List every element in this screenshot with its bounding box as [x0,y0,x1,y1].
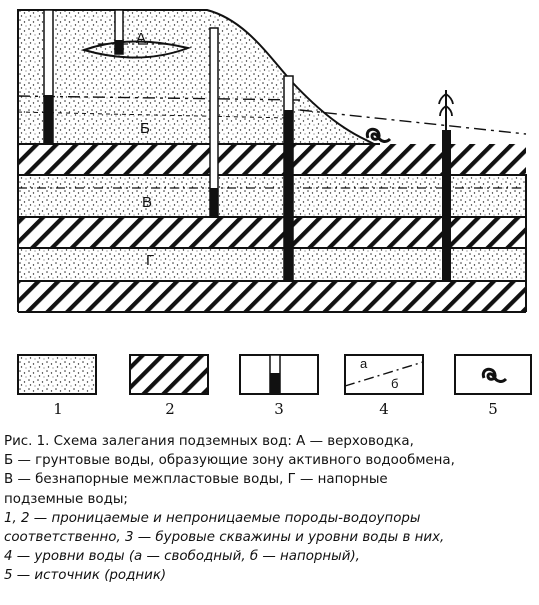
legend-spring-icon [454,354,532,395]
legend-well-icon [239,354,319,395]
water-table-line [17,95,301,101]
legend-impermeable-icon [129,354,209,395]
perched-water-lens [80,40,192,59]
well-5 [438,90,454,281]
caption-line: подземные воды; [4,491,128,507]
well-4 [283,75,294,282]
legend-number-5: 5 [488,400,498,418]
aquitard-layer-2 [18,217,526,248]
legend-number-2: 2 [165,400,175,418]
well-3 [209,27,219,217]
aquifer-b-layer [17,9,379,148]
caption-line: 1, 2 — проницаемые и непроницаемые пород… [4,510,421,526]
caption-line: соответственно, 3 — буровые скважины и у… [4,530,445,546]
legend-level-b-label: б [391,376,399,391]
caption-line: 5 — источник (родник) [4,568,167,584]
spring-icon [365,127,392,143]
water-level-b-line [17,111,291,119]
legend-water-level-icon [344,354,424,395]
aquifer-v-layer [18,175,526,217]
label-b: Б [140,120,150,137]
legend-number-1: 1 [53,400,63,418]
caption-line: Рис. 1. Схема залегания подземных вод: А… [4,434,414,449]
legend-number-3: 3 [274,400,284,418]
figure-caption: Рис. 1. Схема залегания подземных вод: А… [4,432,536,586]
well-2 [114,9,124,55]
caption-line: 4 — уровни воды (а — свободный, б — напо… [4,549,360,565]
legend-level-a-label: а [360,356,368,371]
groundwater-section-diagram [17,9,532,395]
aquitard-layer-1-top-right [378,146,526,176]
legend-permeable-icon [17,354,97,395]
well-1 [43,9,54,145]
aquitard-layer-3 [18,281,526,312]
caption-line: В — безнапорные межпластовые воды, Г — н… [4,472,388,488]
aquifer-g-layer [18,248,526,281]
caption-line: Б — грунтовые воды, образующие зону акти… [4,453,455,469]
legend-number-4: 4 [379,400,389,418]
label-a: А [136,30,147,47]
label-g: Г [146,252,155,269]
label-v: В [142,194,153,211]
